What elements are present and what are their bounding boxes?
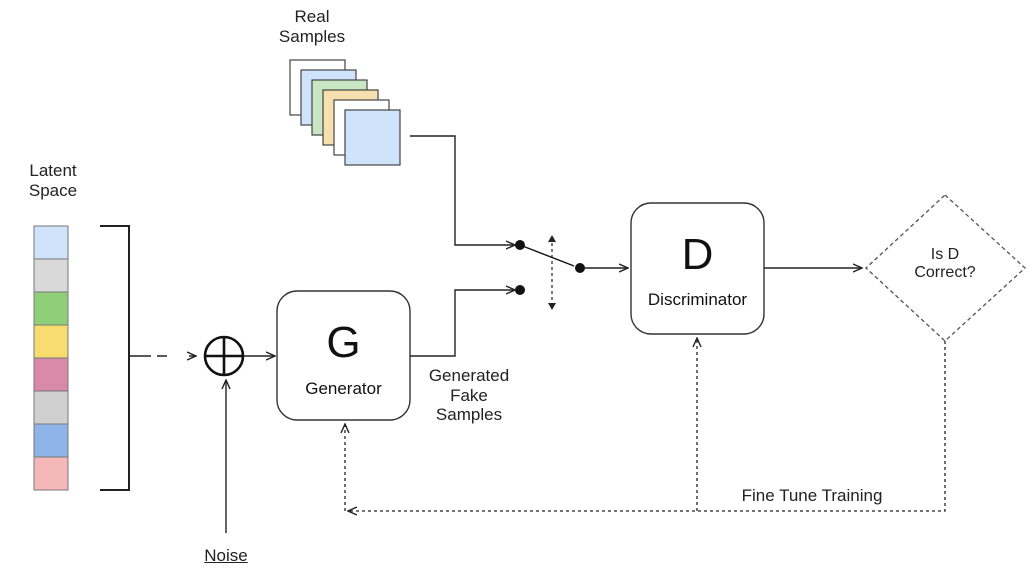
real-samples-line (410, 135, 515, 245)
discriminator-letter: D (681, 230, 714, 279)
generator-output-line (410, 290, 515, 357)
real-samples-label: Real Samples (278, 7, 346, 46)
sum-node-icon (203, 335, 245, 377)
latent-cell (33, 225, 69, 260)
fine-tune-training-label: Fine Tune Training (741, 486, 883, 505)
switch-icon (515, 235, 585, 310)
latent-bracket (100, 225, 130, 491)
latent-space-label: Latent Space (28, 161, 78, 200)
latent-cell (33, 456, 69, 491)
latent-cell (33, 423, 69, 458)
latent-cell (33, 324, 69, 359)
generator-letter: G (326, 318, 361, 367)
noise-label: Noise (204, 546, 248, 565)
latent-cell (33, 258, 69, 293)
latent-cell (33, 291, 69, 326)
feedback-loop-line (348, 341, 946, 511)
latent-cell (33, 390, 69, 425)
decision-label: Is D Correct? (914, 246, 976, 282)
latent-cell (33, 357, 69, 392)
sample-sheet (344, 109, 401, 166)
decision-diamond (865, 194, 1026, 342)
latent-space-vector (33, 225, 69, 491)
real-samples-stack (289, 59, 401, 166)
generator-label: Generator (305, 379, 382, 398)
generated-fake-samples-label: Generated Fake Samples (428, 366, 510, 425)
discriminator-label: Discriminator (647, 290, 748, 309)
